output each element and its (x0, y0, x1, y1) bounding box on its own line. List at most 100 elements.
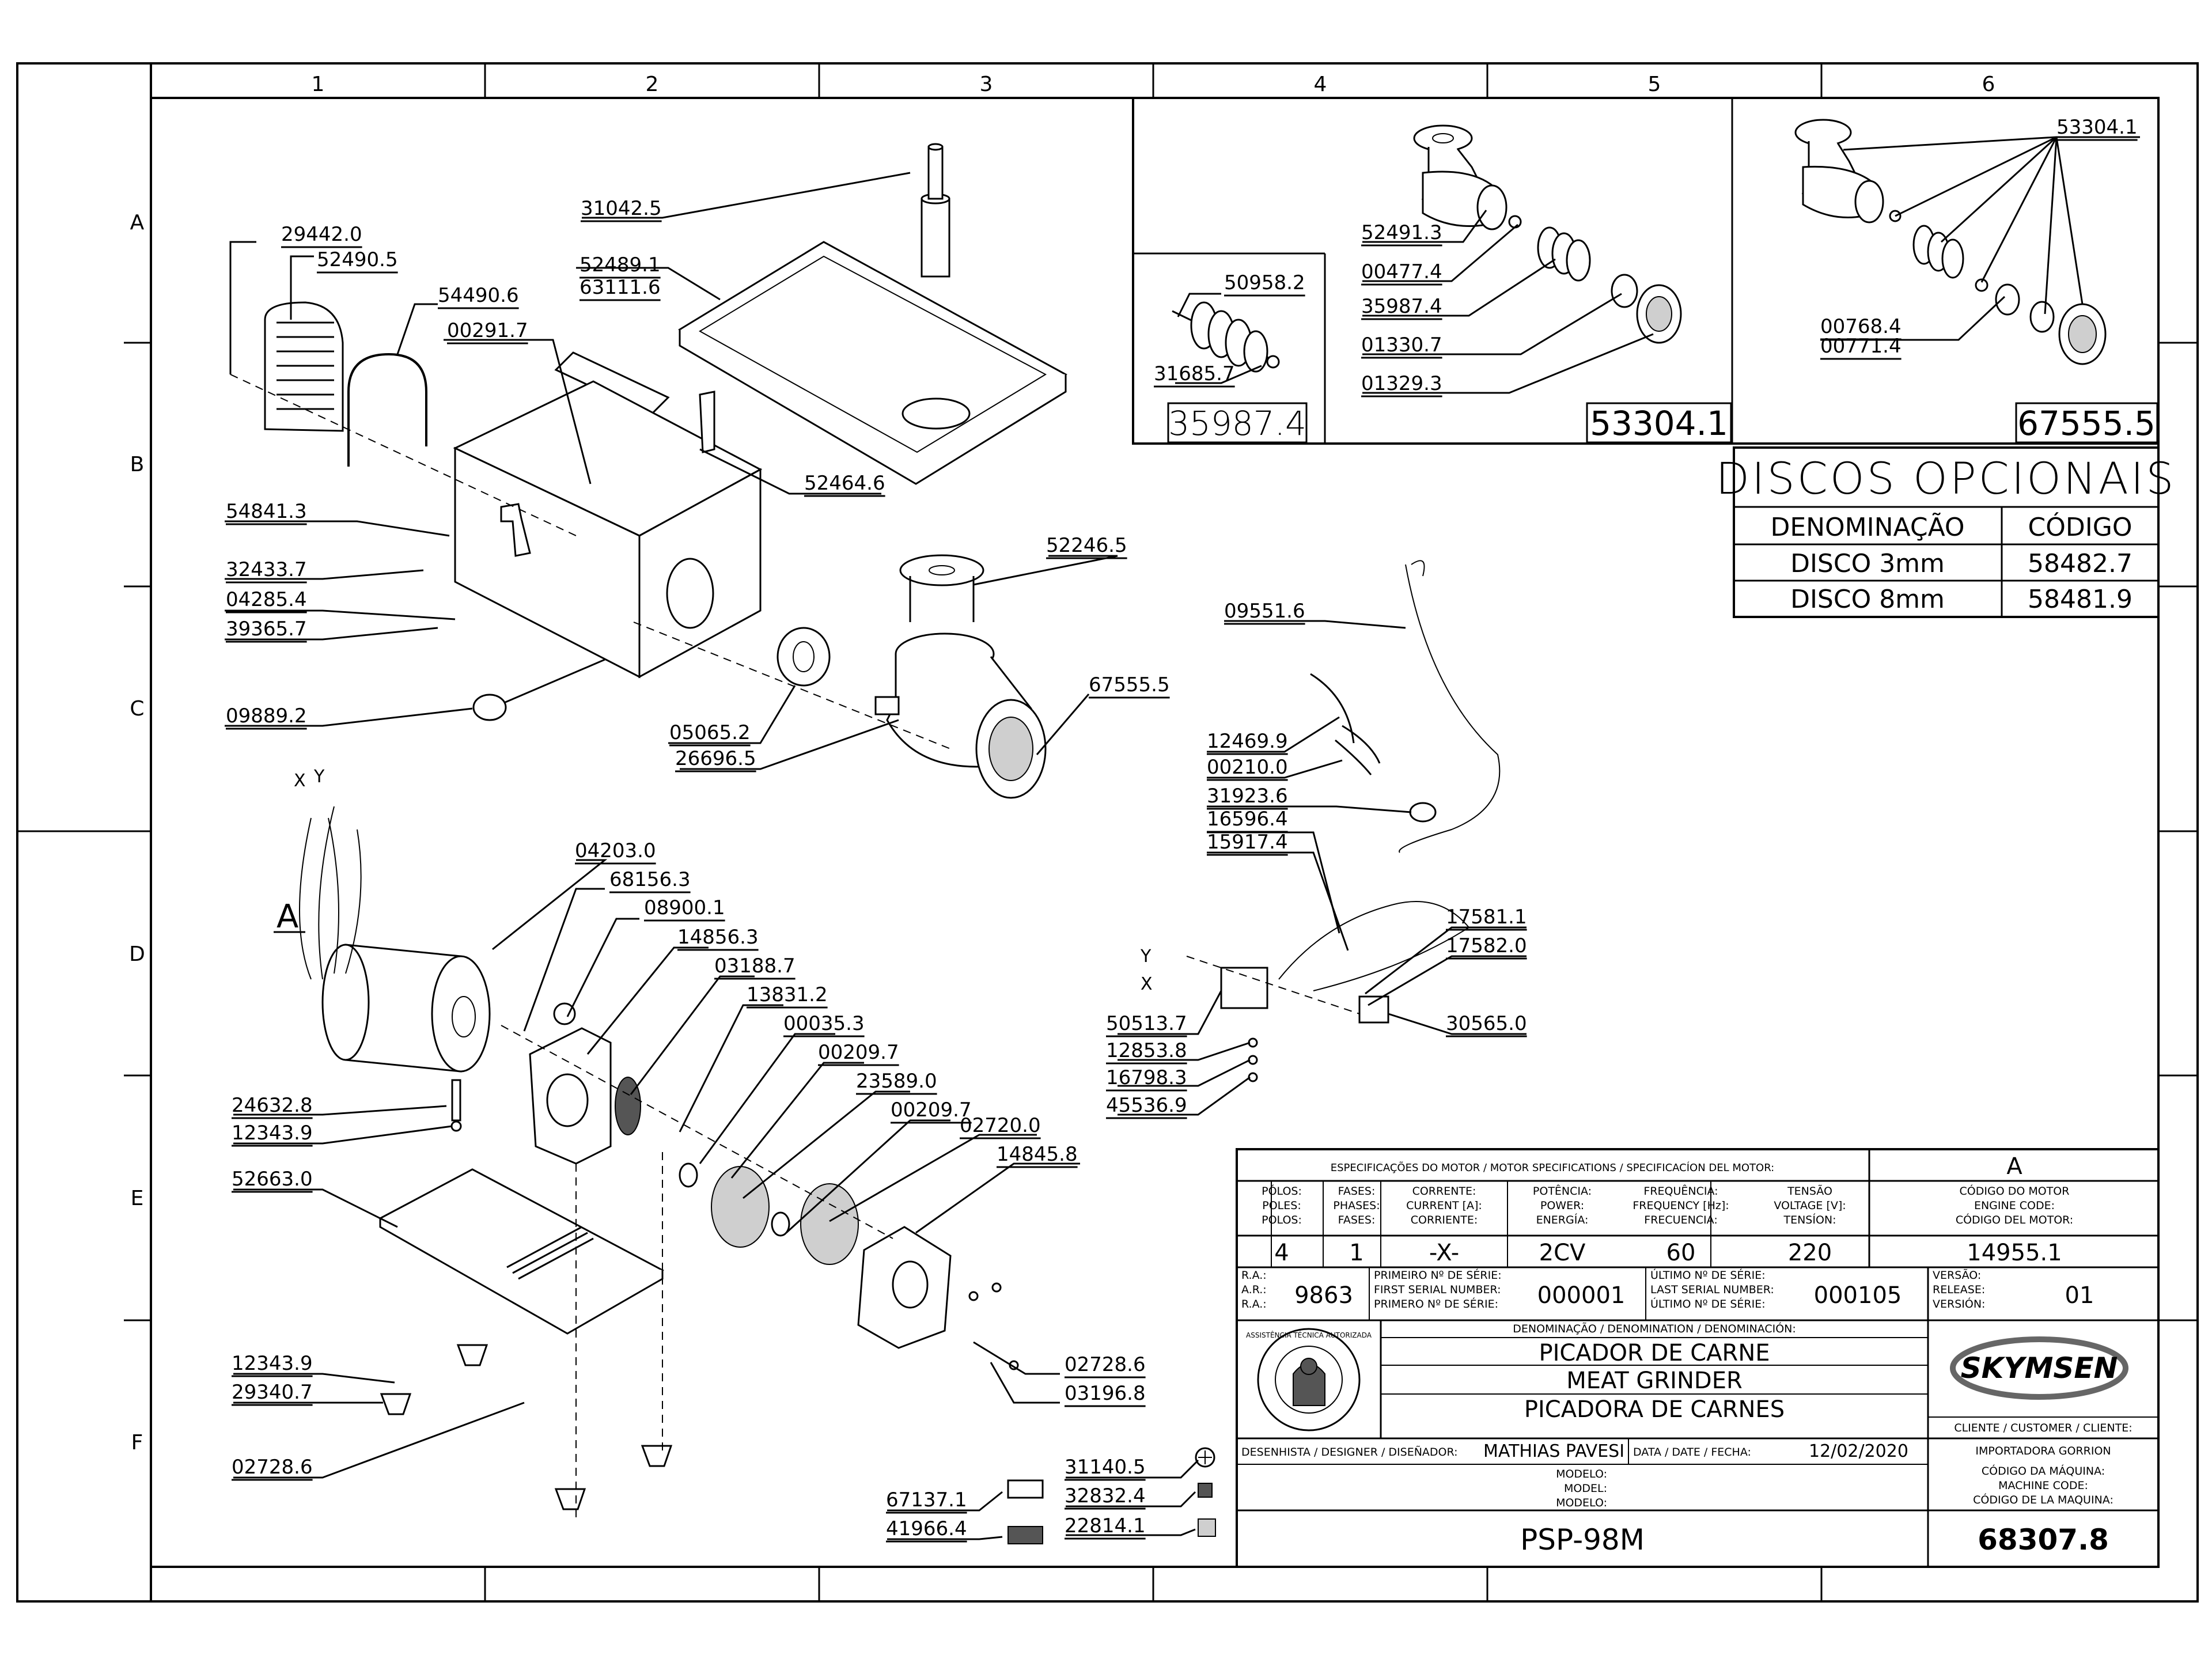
part-callouts: 31042.5 29442.0 52490.5 54490.6 00291.7 … (226, 116, 2138, 1543)
wire-label: Y (313, 767, 325, 787)
model-label: MODELO: (1556, 1468, 1607, 1480)
callout-label: 35987.4 (1361, 295, 1442, 318)
ra-label: A.R.: (1241, 1283, 1267, 1296)
gears-icon (615, 1077, 859, 1265)
callout-label: 04285.4 (226, 588, 307, 611)
front-cover-icon (857, 1226, 952, 1349)
callout-label: 16798.3 (1106, 1066, 1187, 1089)
callout-label: 52489.1 (579, 253, 661, 276)
spec-header: POLOS: (1262, 1214, 1302, 1226)
grid-col: 2 (646, 73, 659, 96)
spec-header: ENGINE CODE: (1974, 1199, 2055, 1212)
callout-label: 52246.5 (1046, 534, 1127, 557)
product-name: MEAT GRINDER (1566, 1368, 1743, 1394)
callout-label: 22814.1 (1065, 1514, 1146, 1537)
callout-label: 50958.2 (1224, 271, 1305, 294)
callout-label: 14856.3 (677, 926, 759, 949)
tray-icon (678, 241, 1067, 485)
motor-spec-values: 4 1 -X- 2CV 60 220 14955.1 (1274, 1240, 2062, 1266)
spec-header: CURRENT [A]: (1406, 1199, 1482, 1212)
last-serial-label: LAST SERIAL NUMBER: (1650, 1283, 1774, 1296)
detail-box-code: 67555.5 (2017, 404, 2156, 443)
spec-header: TENSÍON: (1783, 1213, 1836, 1226)
grid-row: D (129, 942, 145, 966)
spec-value: -X- (1429, 1240, 1459, 1266)
callout-label: 16596.4 (1207, 808, 1288, 831)
client-label: CLIENTE / CUSTOMER / CLIENTE: (1954, 1422, 2132, 1434)
version-value: 01 (2065, 1282, 2094, 1309)
callout-label: 39365.7 (226, 618, 307, 641)
detail-views: 35987.4 53304.1 67555.5 (1132, 97, 2160, 445)
callout-label: 04203.0 (575, 839, 656, 862)
grid-col: 6 (1982, 73, 1995, 96)
designer-value: MATHIAS PAVESI (1483, 1441, 1624, 1461)
callout-label: 29442.0 (281, 223, 362, 246)
spec-header: CORRENTE: (1412, 1185, 1476, 1198)
spec-header: PÓLOS: (1262, 1184, 1302, 1198)
callout-label: 54490.6 (438, 284, 519, 307)
model-label: MODELO: (1556, 1497, 1607, 1509)
spec-value: 1 (1349, 1240, 1363, 1266)
rubber-feet-icon (380, 1344, 673, 1510)
denomination-title: DENOMINAÇÃO / DENOMINATION / DENOMINACIÓ… (1513, 1321, 1796, 1335)
grille-plate-icon (264, 301, 344, 432)
revision-letter: A (2006, 1153, 2022, 1180)
grinder-head-detail-icon (1794, 119, 2107, 365)
motor-spec-title: ESPECIFICAÇÕES DO MOTOR / MOTOR SPECIFIC… (1331, 1161, 1775, 1174)
callout-label: 12469.9 (1207, 730, 1288, 753)
detail-box-code: 53304.1 (1590, 404, 1728, 443)
spec-value: 4 (1274, 1240, 1289, 1266)
callout-label: 03188.7 (714, 955, 796, 978)
discos-opcionais-table: DISCOS OPCIONAIS DENOMINAÇÃO CÓDIGO DISC… (1716, 446, 2173, 618)
discos-row-code: 58482.7 (2028, 549, 2133, 578)
wire-label: X (294, 771, 306, 791)
machine-code-label: CÓDIGO DE LA MAQUINA: (1973, 1493, 2113, 1506)
housing-icon (453, 380, 763, 679)
callout-label: 02728.6 (1065, 1353, 1146, 1376)
base-plate-icon (378, 1168, 665, 1335)
grinder-head-detail-icon (1413, 124, 1682, 344)
grid-col: 3 (980, 73, 993, 96)
discos-row-name: DISCO 3mm (1790, 549, 1945, 578)
brand-name: SKYMSEN (1961, 1351, 2118, 1385)
callout-label: 68156.3 (609, 868, 691, 891)
grid-row: B (130, 453, 145, 476)
spec-header: FRECUENCIA: (1644, 1214, 1717, 1226)
callout-label: 53304.1 (2056, 116, 2138, 139)
last-serial-label: ÚLTIMO Nº DE SÉRIE: (1650, 1297, 1766, 1310)
spec-header: CÓDIGO DEL MOTOR: (1956, 1213, 2073, 1226)
callout-label: 02720.0 (960, 1114, 1041, 1137)
last-serial-label: ÚLTIMO Nº DE SÉRIE: (1650, 1268, 1766, 1282)
handle-icon (347, 353, 427, 467)
wire-label: X (1141, 974, 1153, 994)
callout-label: 32433.7 (226, 558, 307, 581)
electrical-components-icon (1220, 560, 1501, 1082)
product-name: PICADOR DE CARNE (1539, 1340, 1770, 1366)
spec-header: FREQUÊNCIA: (1643, 1184, 1718, 1198)
callout-label: 67137.1 (886, 1488, 967, 1512)
first-serial-label: PRIMERO Nº DE SÉRIE: (1374, 1297, 1498, 1310)
wire-label: Y (1140, 946, 1152, 967)
callout-label: 32832.4 (1065, 1484, 1146, 1508)
callout-label: 01329.3 (1361, 372, 1442, 395)
grid-row: E (131, 1187, 144, 1210)
gearbox-icon (529, 1002, 612, 1165)
callout-label: 26696.5 (675, 747, 756, 770)
spec-header: VOLTAGE [V]: (1774, 1199, 1846, 1212)
machine-code-label: CÓDIGO DA MÁQUINA: (1982, 1464, 2105, 1478)
grid-col: 1 (312, 73, 325, 96)
callout-label: 30565.0 (1446, 1012, 1527, 1035)
callout-label: 52663.0 (232, 1168, 313, 1191)
callout-label: 12343.9 (232, 1122, 313, 1145)
callout-label: 09551.6 (1224, 600, 1305, 623)
callout-label: 63111.6 (579, 276, 661, 299)
grid-row-labels: A B C D E F (129, 211, 145, 1455)
callout-label: 52490.5 (317, 248, 398, 271)
callout-label: 29340.7 (232, 1381, 313, 1404)
callout-label: 13831.2 (747, 983, 828, 1006)
callout-label: 45536.9 (1106, 1094, 1187, 1117)
callout-label: 00210.0 (1207, 756, 1288, 779)
spec-header: FASES: (1338, 1185, 1376, 1198)
version-label: VERSÃO: (1933, 1268, 1981, 1282)
